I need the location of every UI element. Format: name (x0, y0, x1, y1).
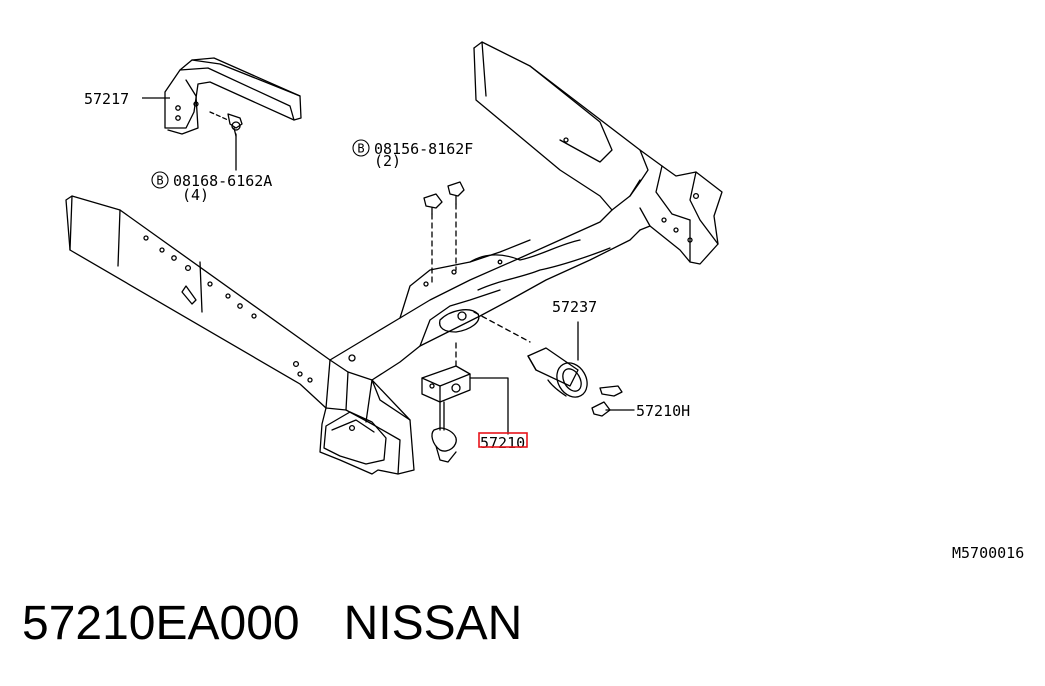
reference-code: M5700016 (952, 544, 1024, 562)
frame-rail-left (65, 195, 415, 475)
label-08156-qty: (2) (374, 152, 401, 170)
parts-diagram: B B 57217 08168-6162A (4) 08156-8162F (2… (65, 41, 1024, 562)
bolt-marker-2: B (352, 139, 370, 157)
label-08168: 08168-6162A (173, 172, 272, 190)
receiver-57237 (473, 311, 635, 417)
label-08168-qty: (4) (182, 186, 209, 204)
bolts-08156 (423, 181, 465, 283)
bolt-letter-1: B (156, 174, 163, 188)
frame-rail-right (473, 41, 723, 265)
part-caption: 57210EA000 NISSAN (22, 596, 522, 651)
bolt-letter-2: B (357, 142, 364, 156)
bracket-57217 (164, 57, 302, 135)
cross-member (329, 179, 641, 421)
brand-name: NISSAN (343, 597, 523, 650)
label-57210: 57210 (480, 434, 525, 452)
tie-down-57210 (421, 339, 509, 463)
label-57210H: 57210H (636, 402, 690, 420)
label-08156: 08156-8162F (374, 140, 473, 158)
bolt-08168 (209, 111, 243, 171)
label-57217: 57217 (84, 90, 129, 108)
part-number: 57210EA000 (22, 597, 300, 650)
bolt-marker-1: B (151, 171, 169, 189)
label-57237: 57237 (552, 298, 597, 316)
highlight-box (478, 432, 528, 448)
